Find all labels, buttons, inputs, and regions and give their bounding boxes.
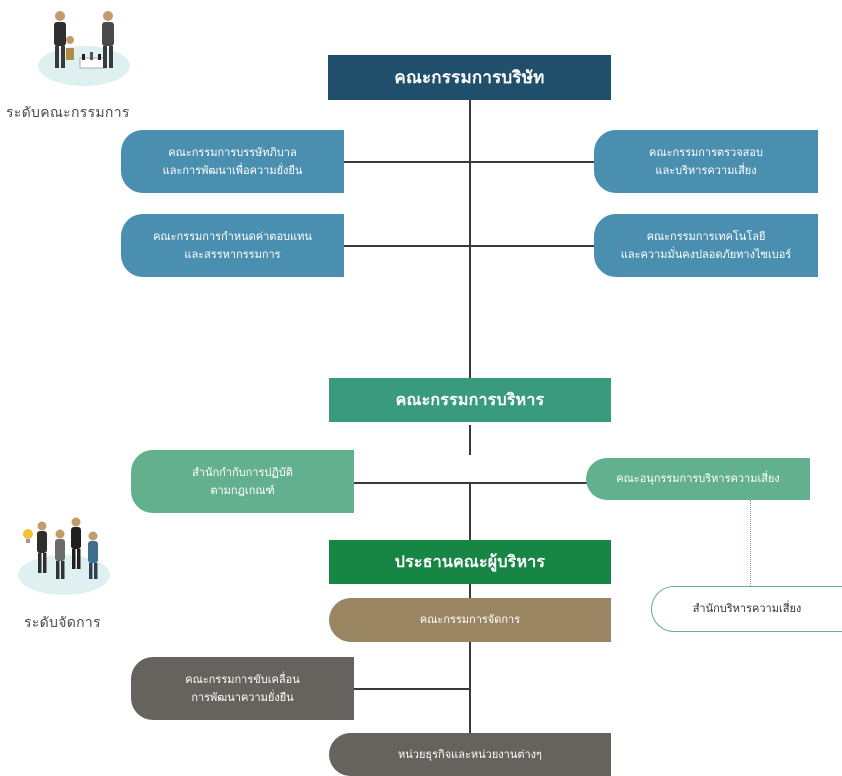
- nomination-committee-box: คณะกรรมการกำหนดค่าตอบแทน และสรรหากรรมการ: [121, 214, 344, 277]
- main-trunk-mid: [469, 425, 471, 455]
- connector-compliance: [354, 482, 590, 484]
- nomination-line1: คณะกรรมการกำหนดค่าตอบแทน: [153, 230, 312, 244]
- board-level-label: ระดับคณะกรรมการ: [6, 105, 130, 121]
- compliance-office-box: สำนักกำกับการปฏิบัติ ตามกฎเกณฑ์: [131, 450, 354, 513]
- board-of-directors-box: คณะกรรมการบริษัท: [328, 55, 611, 100]
- audit-committee-box: คณะกรรมการตรวจสอบ และบริหารความเสี่ยง: [594, 130, 818, 193]
- management-team-icon: [23, 517, 98, 579]
- governance-line2: และการพัฒนาเพื่อความยั่งยืน: [162, 163, 303, 177]
- sustainability-committee-box: คณะกรรมการขับเคลื่อน การพัฒนาความยั่งยืน: [131, 657, 354, 720]
- technology-committee-box: คณะกรรมการเทคโนโลยี และความมั่นคงปลอดภัย…: [594, 214, 818, 277]
- sustainability-line2: การพัฒนาความยั่งยืน: [191, 690, 294, 704]
- ceo-label: ประธานคณะผู้บริหาร: [394, 551, 546, 571]
- executive-committee-label: คณะกรรมการบริหาร: [395, 389, 545, 409]
- main-trunk-lower: [469, 482, 471, 542]
- main-trunk-bottom: [469, 583, 471, 743]
- connector-sustain: [354, 688, 470, 690]
- risk-subcommittee-box: คณะอนุกรรมการบริหารความเสี่ยง: [586, 458, 810, 500]
- connector-risk-office: [750, 500, 751, 586]
- audit-line2: และบริหารความเสี่ยง: [655, 163, 757, 177]
- nomination-line2: และสรรหากรรมการ: [184, 247, 281, 261]
- business-units-box: หน่วยธุรกิจและหน่วยงานต่างๆ: [329, 733, 611, 776]
- ceo-box: ประธานคณะผู้บริหาร: [329, 540, 611, 584]
- connector-row1: [344, 161, 594, 163]
- main-trunk-upper: [469, 99, 471, 379]
- board-of-directors-label: คณะกรรมการบริษัท: [394, 68, 545, 88]
- executive-committee-box: คณะกรรมการบริหาร: [329, 378, 611, 422]
- governance-line1: คณะกรรมการบรรษัทภิบาล: [168, 146, 297, 160]
- board-people-icon: [54, 11, 114, 69]
- technology-line2: และความมั่นคงปลอดภัยทางไซเบอร์: [620, 247, 792, 261]
- connector-row2: [344, 245, 594, 247]
- risk-subcommittee-label: คณะอนุกรรมการบริหารความเสี่ยง: [616, 472, 780, 486]
- management-level-label: ระดับจัดการ: [24, 615, 101, 631]
- audit-line1: คณะกรรมการตรวจสอบ: [649, 146, 763, 160]
- technology-line1: คณะกรรมการเทคโนโลยี: [646, 230, 766, 244]
- compliance-line2: ตามกฎเกณฑ์: [210, 483, 275, 497]
- management-committee-label: คณะกรรมการจัดการ: [419, 613, 521, 627]
- management-committee-box: คณะกรรมการจัดการ: [329, 598, 611, 642]
- risk-office-label: สำนักบริหารความเสี่ยง: [692, 602, 802, 616]
- sustainability-line1: คณะกรรมการขับเคลื่อน: [185, 673, 300, 687]
- compliance-line1: สำนักกำกับการปฏิบัติ: [192, 466, 293, 480]
- risk-office-box: สำนักบริหารความเสี่ยง: [651, 586, 842, 632]
- governance-committee-box: คณะกรรมการบรรษัทภิบาล และการพัฒนาเพื่อคว…: [121, 130, 344, 193]
- business-units-label: หน่วยธุรกิจและหน่วยงานต่างๆ: [398, 747, 542, 761]
